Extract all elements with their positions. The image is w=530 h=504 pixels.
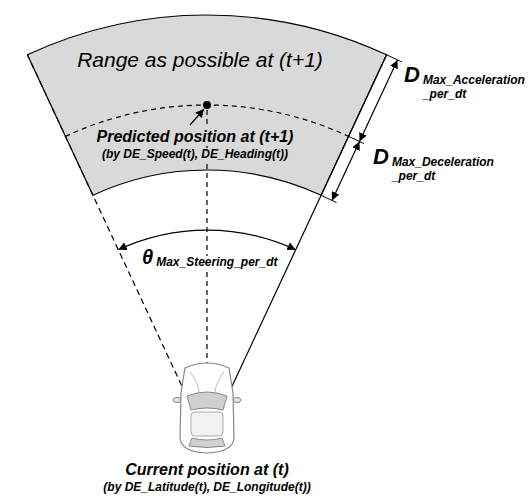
steering-limit-line [207,55,387,440]
leader-arrow [190,109,204,125]
extension-line [387,55,402,62]
steering-limit-line [27,55,207,440]
dimension-arrow [332,142,360,201]
annotation-label: Max_Deceleration _per_dt [391,156,495,184]
annotation-label: D [403,62,421,87]
car-symbol [173,363,241,453]
annotation-label: θ [141,246,154,269]
dimension-arrow [360,60,398,142]
annotation-label: Predicted position at (t+1) [96,128,295,146]
annotation-label: Current position at (t) [124,461,290,479]
annotation-label: Max_Acceleration _per_dt [422,74,526,102]
annotation-label: (by DE_Latitude(t), DE_Longitude(t)) [102,481,311,495]
annotation-label: Max_Steering_per_dt [155,256,278,270]
annotation-label: Range as possible at (t+1) [76,48,324,72]
annotation-label: (by DE_Speed(t), DE_Heading(t)) [101,148,289,162]
annotation-label: D [372,144,390,169]
predicted-point [203,101,211,109]
